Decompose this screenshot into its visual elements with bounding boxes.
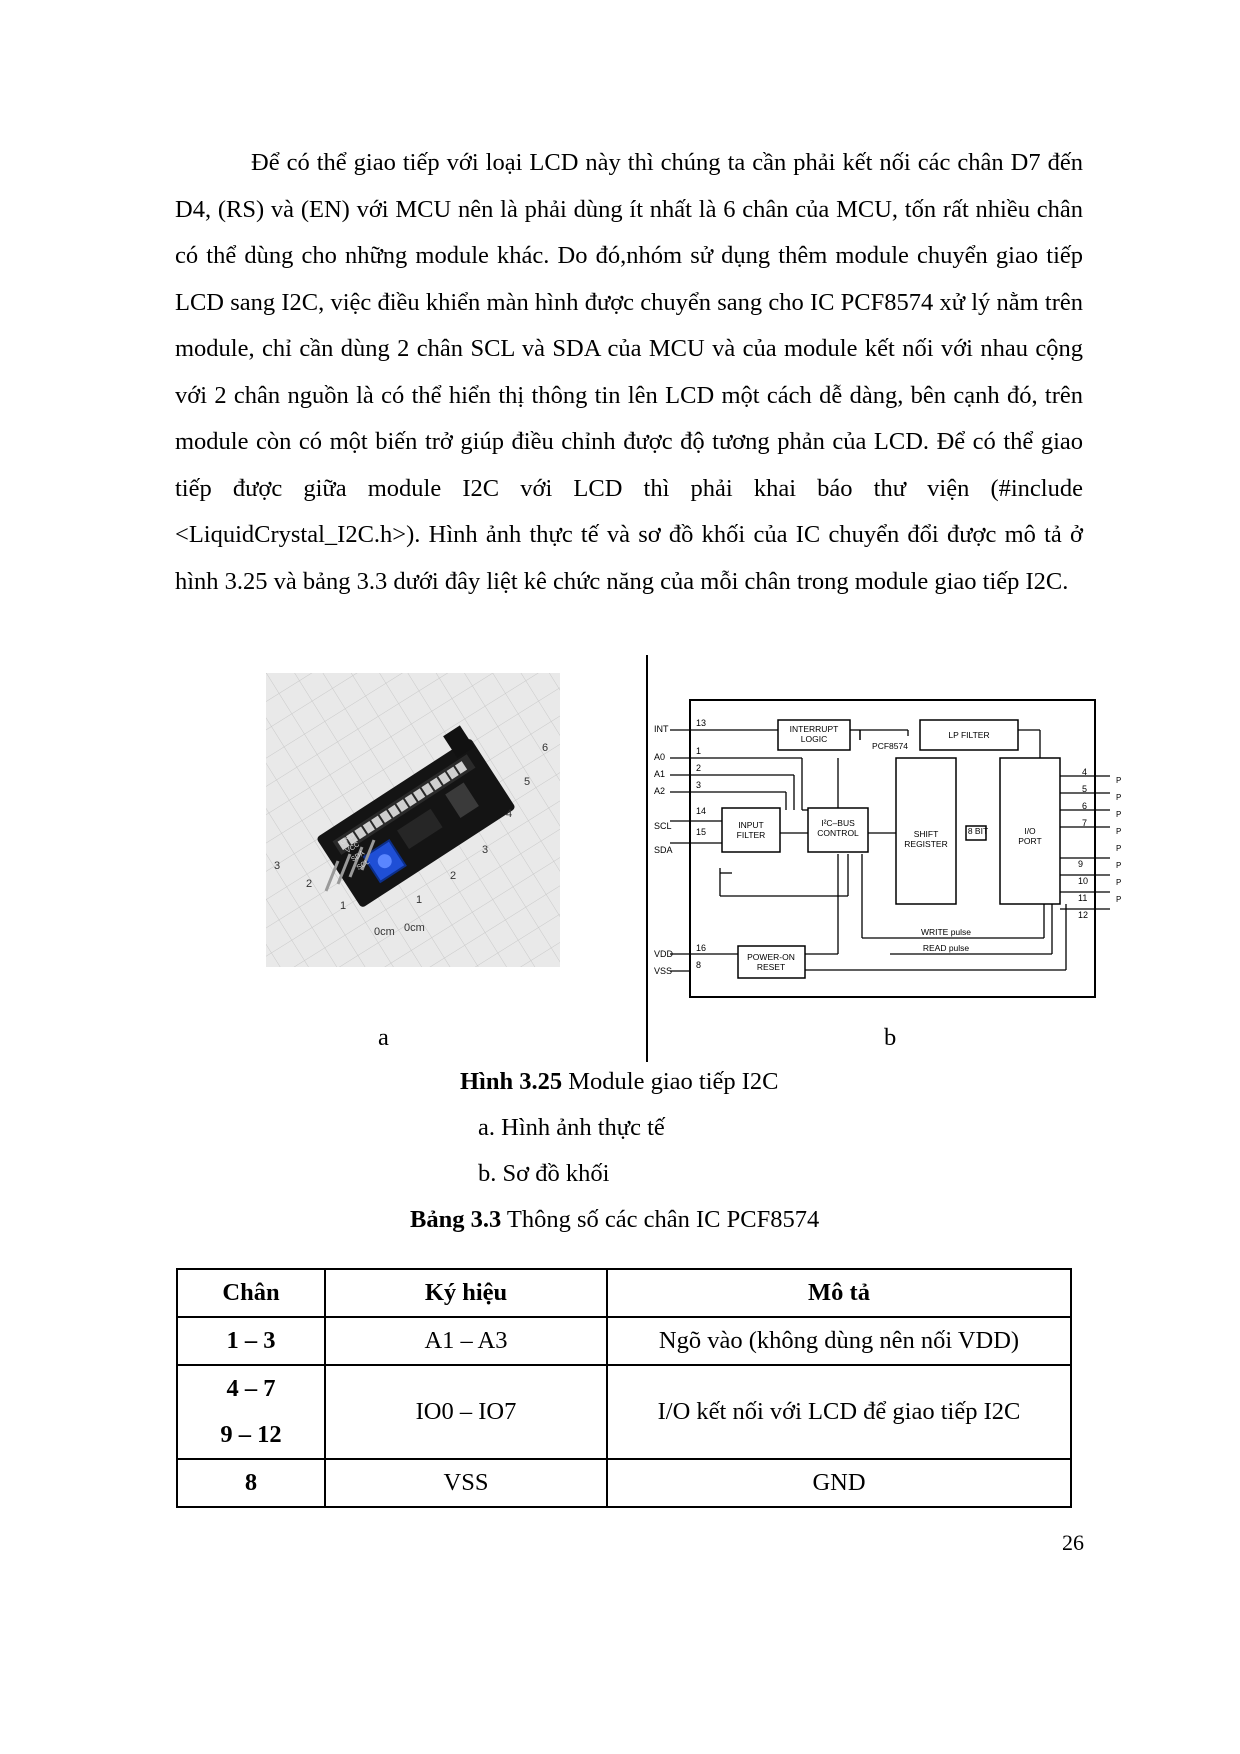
ruler-number: 1 bbox=[416, 894, 422, 906]
figure-label-b: b bbox=[884, 1024, 897, 1051]
cell-description: Ngõ vào (không dùng nên nối VDD) bbox=[606, 1316, 1072, 1366]
block-power-on-reset: RESET bbox=[757, 962, 785, 972]
header-pin: Chân bbox=[176, 1268, 326, 1318]
pin-scl-label: SCL bbox=[654, 821, 672, 831]
header-description: Mô tả bbox=[606, 1268, 1072, 1318]
ruler-number: 2 bbox=[306, 878, 312, 890]
block-interrupt: INTERRUPT bbox=[790, 724, 839, 734]
pin-num: 16 bbox=[696, 943, 706, 953]
cell-description: I/O kết nối với LCD để giao tiếp I2C bbox=[606, 1364, 1072, 1460]
pin-p-label: P bbox=[1116, 895, 1121, 904]
figure-divider bbox=[646, 655, 648, 1062]
pin-p-label: P bbox=[1116, 776, 1121, 785]
header-symbol: Ký hiệu bbox=[324, 1268, 608, 1318]
cell-description: GND bbox=[606, 1458, 1072, 1508]
block-i2c-control: I²C–BUS bbox=[821, 818, 855, 828]
block-diagram: INT A0 A1 A2 SCL SDA VDD VSS 13 1 2 3 14… bbox=[654, 699, 1121, 998]
pin-num: 5 bbox=[1082, 784, 1087, 794]
pin-num: 15 bbox=[696, 827, 706, 837]
pin-p-label: P bbox=[1116, 844, 1121, 853]
cell-symbol: IO0 – IO7 bbox=[324, 1364, 608, 1460]
cell-symbol: A1 – A3 bbox=[324, 1316, 608, 1366]
ruler-number: 3 bbox=[482, 844, 488, 856]
figure-label-a: a bbox=[378, 1024, 389, 1051]
pin-num: 14 bbox=[696, 806, 706, 816]
pin-sda-label: SDA bbox=[654, 845, 673, 855]
pin-num: 2 bbox=[696, 763, 701, 773]
page-number: 26 bbox=[1062, 1530, 1084, 1555]
block-shift-register: SHIFT bbox=[914, 829, 939, 839]
ruler-number: 3 bbox=[274, 860, 280, 872]
block-io-port: PORT bbox=[1018, 836, 1041, 846]
table-row: 1 – 3 A1 – A3 Ngõ vào (không dùng nên nố… bbox=[176, 1316, 1072, 1366]
pin-table: Chân Ký hiệu Mô tả 1 – 3 A1 – A3 Ngõ vào… bbox=[176, 1268, 1072, 1508]
pin-p-label: P bbox=[1116, 878, 1121, 887]
pin-num: 1 bbox=[696, 746, 701, 756]
cell-symbol: VSS bbox=[324, 1458, 608, 1508]
block-interrupt: LOGIC bbox=[801, 734, 827, 744]
pin-num: 9 bbox=[1078, 859, 1083, 869]
body-paragraph: Để có thể giao tiếp với loại LCD này thì… bbox=[175, 149, 1083, 595]
ruler-unit: 0cm bbox=[374, 926, 395, 938]
table-header-row: Chân Ký hiệu Mô tả bbox=[176, 1268, 1072, 1318]
pin-num: 4 bbox=[1082, 767, 1087, 777]
block-power-on-reset: POWER-ON bbox=[747, 952, 795, 962]
pin-num: 12 bbox=[1078, 910, 1088, 920]
pin-a2-label: A2 bbox=[654, 786, 665, 796]
ruler-number: 6 bbox=[542, 742, 548, 754]
figure-subcaption-a: a. Hình ảnh thực tế bbox=[478, 1114, 665, 1141]
pin-num: 10 bbox=[1078, 876, 1088, 886]
block-input-filter: INPUT bbox=[738, 820, 764, 830]
cell-pin: 8 bbox=[176, 1458, 326, 1508]
figure-subcaption-b: b. Sơ đồ khối bbox=[478, 1160, 610, 1187]
pin-num: 8 bbox=[696, 960, 701, 970]
block-i2c-control: CONTROL bbox=[817, 828, 859, 838]
block-input-filter: FILTER bbox=[737, 830, 766, 840]
ruler-number: 2 bbox=[450, 870, 456, 882]
pin-a0-label: A0 bbox=[654, 752, 665, 762]
table-caption: Bảng 3.3 Thông số các chân IC PCF8574 bbox=[410, 1206, 820, 1233]
ruler-number: 1 bbox=[340, 900, 346, 912]
pin-int-label: INT bbox=[654, 724, 669, 734]
pin-a1-label: A1 bbox=[654, 769, 665, 779]
pin-num: 7 bbox=[1082, 818, 1087, 828]
block-lp-filter: LP FILTER bbox=[948, 730, 989, 740]
module-photo: 6 5 4 3 2 1 0cm 3 2 1 0cm GND VCC SDA SC… bbox=[266, 673, 560, 967]
block-io-port: I/O bbox=[1024, 826, 1036, 836]
bus-width: 8 BIT bbox=[968, 826, 988, 836]
pin-num: 6 bbox=[1082, 801, 1087, 811]
read-pulse-label: READ pulse bbox=[923, 943, 970, 953]
ruler-unit: 0cm bbox=[404, 922, 425, 934]
cell-pin: 1 – 3 bbox=[176, 1316, 326, 1366]
pin-num: 11 bbox=[1078, 893, 1087, 903]
pin-p-label: P bbox=[1116, 827, 1121, 836]
pin-vdd-label: VDD bbox=[654, 949, 674, 959]
figure-caption: Hình 3.25 Module giao tiếp I2C bbox=[460, 1068, 779, 1095]
pin-p-label: P bbox=[1116, 861, 1121, 870]
block-shift-register: REGISTER bbox=[904, 839, 947, 849]
write-pulse-label: WRITE pulse bbox=[921, 927, 971, 937]
pin-vss-label: VSS bbox=[654, 966, 672, 976]
chip-name: PCF8574 bbox=[872, 741, 908, 751]
table-row: 8 VSS GND bbox=[176, 1458, 1072, 1508]
ruler-number: 4 bbox=[506, 808, 512, 820]
ruler-number: 5 bbox=[524, 776, 530, 788]
pin-p-label: P bbox=[1116, 810, 1121, 819]
pin-num: 3 bbox=[696, 780, 701, 790]
pin-p-label: P bbox=[1116, 793, 1121, 802]
pin-num: 13 bbox=[696, 718, 706, 728]
